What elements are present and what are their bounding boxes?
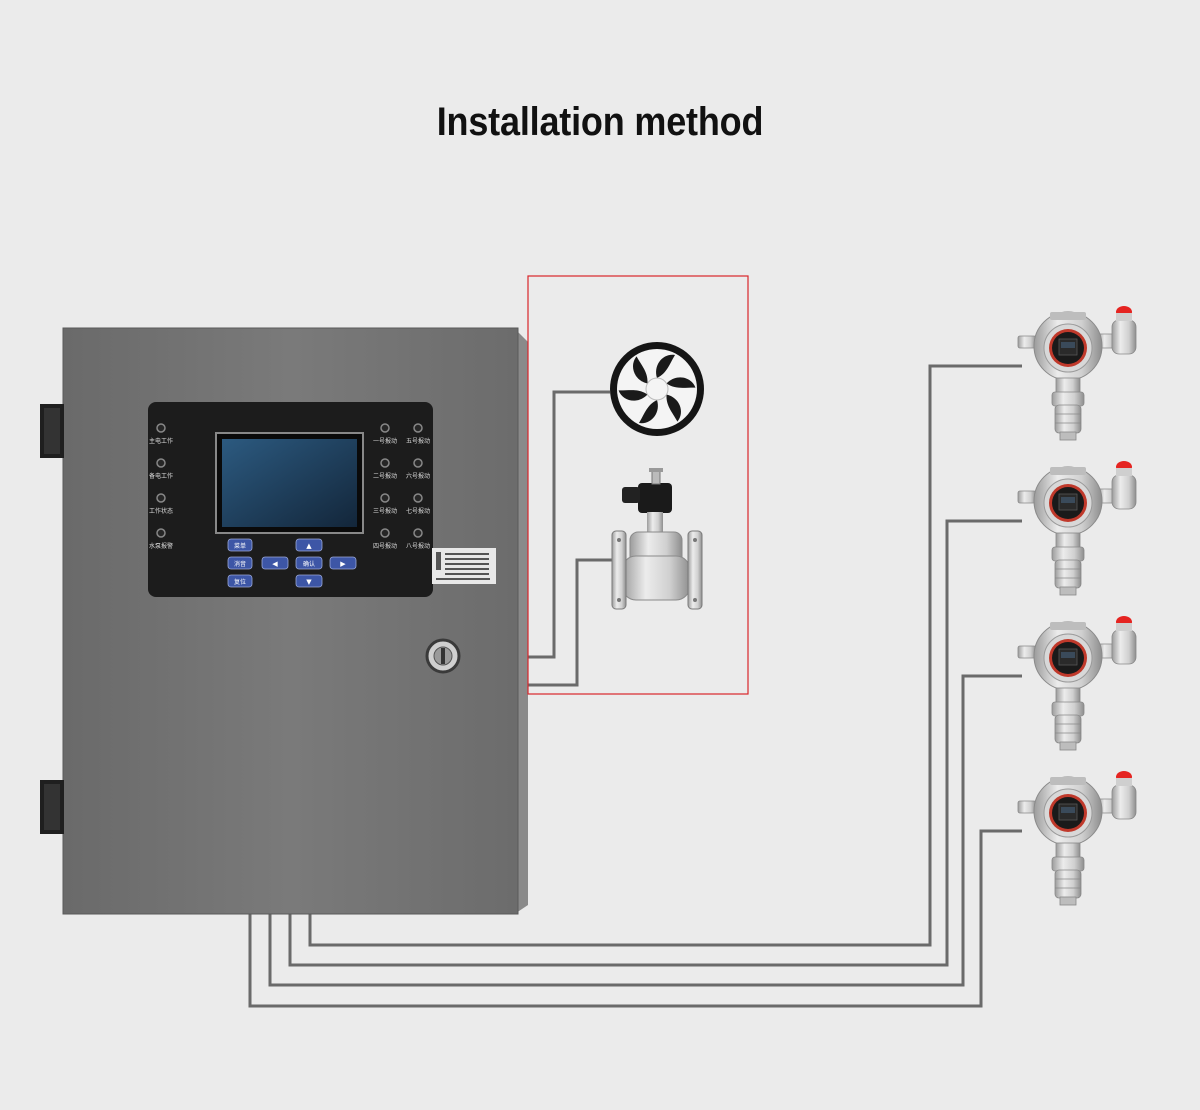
- svg-text:▶: ▶: [340, 560, 346, 568]
- confirm-key[interactable]: 确认: [295, 556, 323, 570]
- output-devices-frame: [527, 275, 749, 695]
- wire-to-valve: [518, 558, 612, 687]
- keypad: 菜单 消音 复位 ▲ ◀ 确认: [227, 538, 357, 588]
- svg-text:消音: 消音: [234, 560, 246, 568]
- mute-key[interactable]: 消音: [227, 556, 253, 570]
- indicator-label: 主电工作: [149, 437, 173, 445]
- indicator-label: 备电工作: [149, 472, 173, 480]
- door-hinge-icon: [40, 404, 64, 834]
- wiring: [248, 364, 1022, 1008]
- svg-text:▼: ▼: [306, 578, 312, 586]
- gas-detector-icon: [1017, 770, 1137, 906]
- wire-to-detector-2: [288, 519, 1022, 967]
- wire-to-detector-1: [308, 364, 1022, 947]
- up-key[interactable]: ▲: [295, 538, 323, 552]
- controller-cabinet: 主电工作 备电工作 工作状态 水泵报警 一号报动 二号报动 三号报动 四号报动 …: [40, 327, 528, 915]
- wire-to-fan: [518, 390, 610, 659]
- indicator-label: 工作状态: [149, 507, 173, 515]
- solenoid-valve-icon: [611, 468, 703, 610]
- key-lock-icon: [425, 638, 461, 674]
- down-key[interactable]: ▼: [295, 574, 323, 588]
- svg-text:确认: 确认: [303, 560, 315, 568]
- svg-text:◀: ◀: [272, 560, 278, 568]
- menu-key[interactable]: 菜单: [227, 538, 253, 552]
- svg-text:▲: ▲: [306, 542, 312, 550]
- svg-text:复位: 复位: [234, 578, 246, 586]
- reset-key[interactable]: 复位: [227, 574, 253, 588]
- wire-to-detector-3: [268, 674, 1022, 987]
- svg-text:菜单: 菜单: [234, 542, 246, 550]
- nameplate: [432, 548, 496, 584]
- page-title: Installation method: [436, 100, 764, 144]
- right-indicators: 一号报动 二号报动 三号报动 四号报动 五号报动 六号报动 七号报动 八号报动: [373, 423, 430, 550]
- left-indicators: 主电工作 备电工作 工作状态 水泵报警: [149, 423, 173, 550]
- left-key[interactable]: ◀: [261, 556, 289, 570]
- indicator-label: 二号报动: [373, 472, 397, 480]
- exhaust-fan-icon: [610, 342, 704, 436]
- indicator-label: 六号报动: [406, 472, 430, 480]
- gas-detector-icon: [1017, 460, 1137, 596]
- gas-detector-icon: [1017, 615, 1137, 751]
- indicator-label: 七号报动: [406, 507, 430, 515]
- indicator-label: 八号报动: [406, 542, 430, 550]
- indicator-label: 水泵报警: [149, 542, 173, 550]
- indicator-label: 四号报动: [373, 542, 397, 550]
- wire-to-detector-4: [248, 829, 1022, 1008]
- right-key[interactable]: ▶: [329, 556, 357, 570]
- indicator-label: 三号报动: [373, 507, 397, 515]
- indicator-label: 一号报动: [373, 437, 397, 445]
- indicator-label: 五号报动: [406, 437, 430, 445]
- gas-detector-icon: [1017, 306, 1137, 441]
